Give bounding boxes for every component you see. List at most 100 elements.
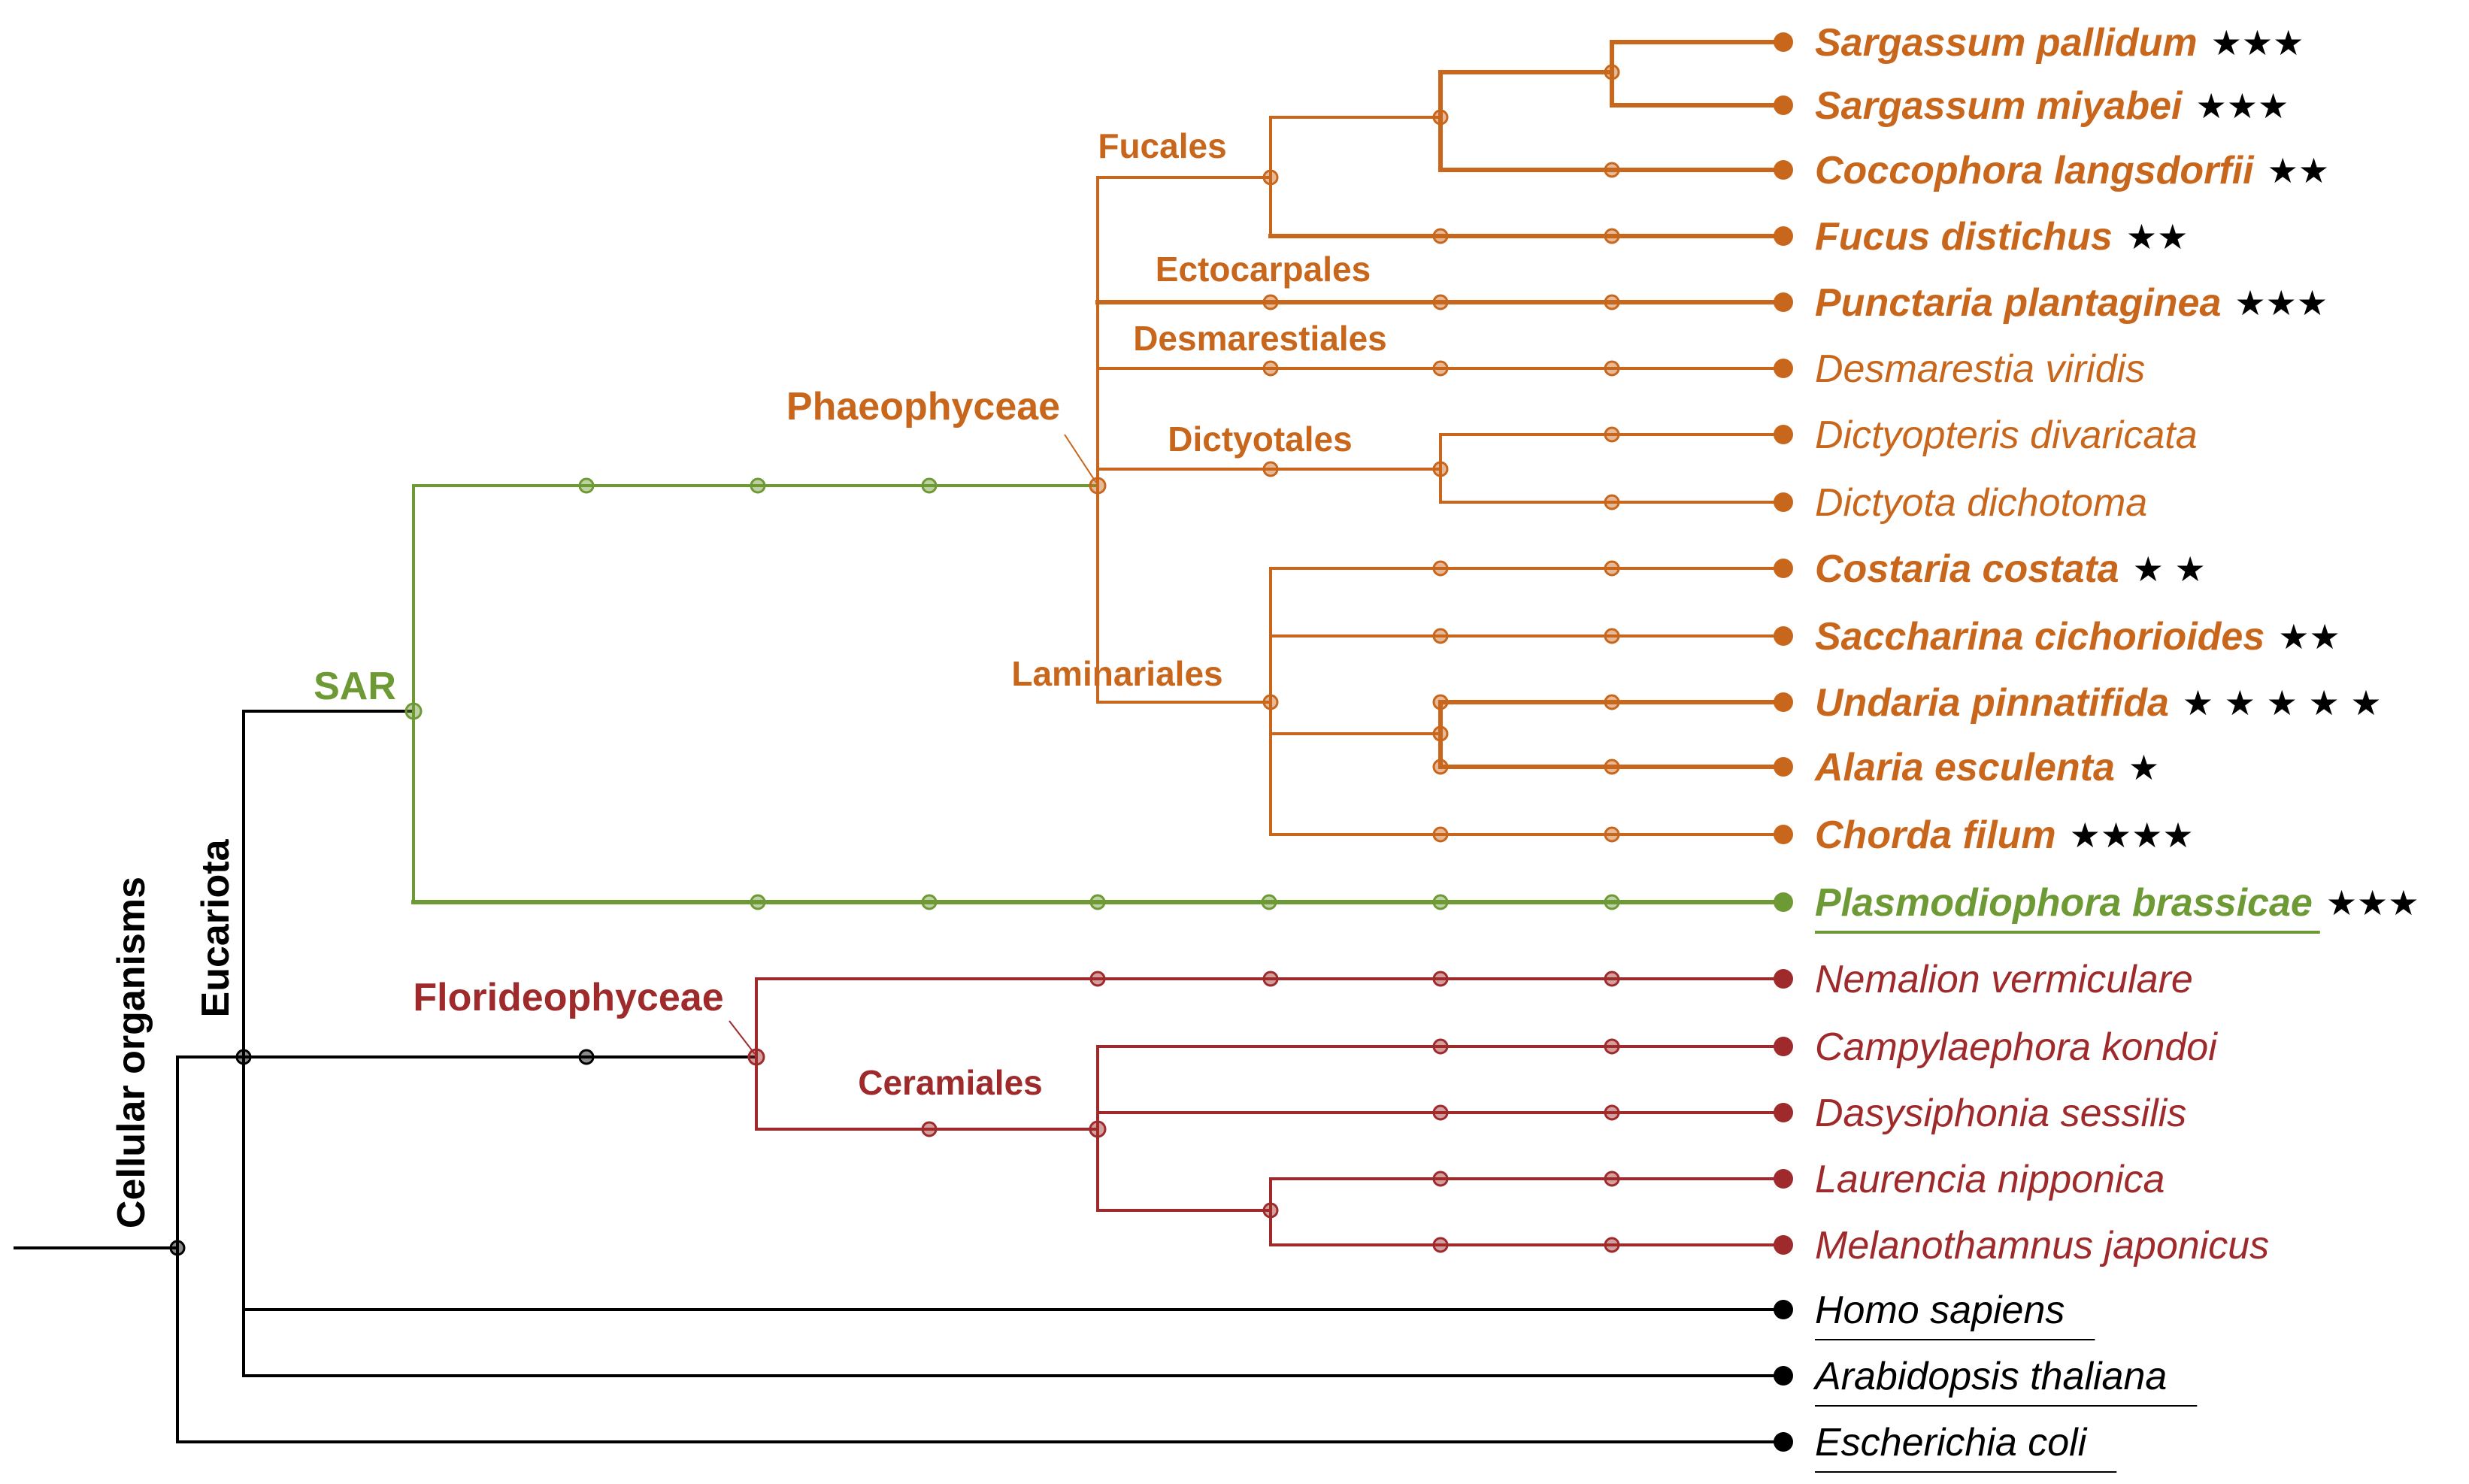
tree-node: [1604, 759, 1620, 775]
tip-node: [1774, 492, 1793, 512]
clade-label-sar: SAR: [314, 665, 396, 708]
tree-node: [1432, 894, 1449, 910]
tree-node: [578, 477, 595, 494]
tip-node: [1774, 95, 1793, 115]
tree-nodes: [169, 32, 1793, 1452]
tip-node: [1774, 1103, 1793, 1122]
tip-node: [1774, 626, 1793, 646]
taxon-label: Nemalion vermiculare: [1815, 958, 2193, 1001]
tip-node: [1774, 692, 1793, 712]
tree-node: [1604, 162, 1620, 178]
rating-stars: ★★★: [2211, 23, 2304, 63]
tree-node: [921, 894, 938, 910]
clade-label-florideophyceae: Florideophyceae: [413, 976, 723, 1019]
tip-node: [1774, 559, 1793, 578]
tree-node: [1432, 971, 1449, 987]
taxon-label: Campylaephora kondoi: [1815, 1025, 2218, 1069]
rating-stars: ★★: [2126, 217, 2188, 257]
tip-node: [1774, 969, 1793, 989]
tree-node: [1604, 294, 1620, 310]
tip-node: [1774, 359, 1793, 378]
taxon-label: Laurencia nipponica: [1815, 1158, 2165, 1201]
root-node: [169, 1240, 186, 1256]
taxon-label: Fucus distichus: [1815, 215, 2113, 259]
taxon-label: Arabidopsis thaliana: [1813, 1355, 2167, 1398]
taxon-label: Chorda filum: [1815, 813, 2056, 857]
tree-node: [1604, 826, 1620, 843]
clade-label-desmarestiales: Desmarestiales: [1133, 319, 1387, 358]
rating-stars: ★★★: [2234, 283, 2328, 323]
tree-node: [1089, 971, 1106, 987]
taxon-label: Costaria costata: [1815, 547, 2119, 591]
rating-stars: ★ ★: [2133, 549, 2206, 589]
taxon-label: Dictyopteris divaricata: [1815, 413, 2198, 457]
tree-node: [1604, 64, 1620, 80]
tree-node: [1262, 360, 1279, 377]
taxon-label: Dasysiphonia sessilis: [1815, 1092, 2186, 1135]
clade-label-ceramiales: Ceramiales: [858, 1063, 1043, 1102]
tree-node: [921, 477, 938, 494]
tip-node: [1774, 1300, 1793, 1319]
tree-node: [921, 1121, 938, 1137]
tip-node: [1774, 757, 1793, 777]
clade-label-ectocarpales: Ectocarpales: [1156, 250, 1371, 289]
taxon-label: Sargassum miyabei: [1815, 84, 2183, 128]
tree-node: [1604, 1171, 1620, 1187]
tree-node: [1262, 1202, 1279, 1219]
clade-label-root: Cellular organisms: [110, 877, 153, 1228]
rating-stars: ★★★: [2326, 883, 2419, 923]
tree-node: [750, 477, 766, 494]
tree-node: [1604, 628, 1620, 644]
tip-node: [1774, 226, 1793, 246]
tree-node: [1432, 360, 1449, 377]
rating-stars: ★★★: [2195, 86, 2289, 126]
tree-node: [1262, 694, 1279, 710]
rating-stars: ★: [2128, 747, 2159, 788]
phaeophyceae-leader-line: [1064, 434, 1097, 483]
tree-node: [578, 1049, 595, 1065]
tree-node: [1432, 294, 1449, 310]
tree-node: [1604, 694, 1620, 710]
taxon-label: Alaria esculenta: [1813, 746, 2115, 789]
tree-branches: [14, 40, 1786, 1443]
clade-label-dictyotales: Dictyotales: [1168, 419, 1352, 459]
tree-node: [1432, 1104, 1449, 1121]
taxon-label: Punctaria plantaginea: [1815, 281, 2221, 325]
tip-node: [1774, 1366, 1793, 1386]
tree-node: [1432, 109, 1449, 126]
tree-node: [1261, 894, 1277, 910]
eukaryota-node: [235, 1049, 252, 1065]
sar-node: [404, 702, 423, 720]
tip-node: [1774, 425, 1793, 444]
taxon-label: Desmarestia viridis: [1815, 347, 2145, 391]
tree-node: [1432, 725, 1449, 742]
tree-node: [1432, 1038, 1449, 1055]
tree-node: [1432, 694, 1449, 710]
florideophyceae-leader-line: [729, 1020, 756, 1055]
clade-label-laminariales: Laminariales: [1011, 654, 1222, 693]
tree-node: [1604, 494, 1620, 510]
ceramiales-node: [1089, 1120, 1107, 1138]
tree-node: [1262, 971, 1279, 987]
tree-node: [750, 894, 766, 910]
taxon-labels: Sargassum pallidum★★★Sargassum miyabei★★…: [1813, 21, 2419, 1473]
rating-stars: ★ ★ ★ ★ ★: [2183, 683, 2382, 723]
tree-node: [1432, 1237, 1449, 1253]
tree-node: [1262, 461, 1279, 477]
tree-node: [1604, 228, 1620, 244]
tip-node: [1774, 892, 1793, 912]
tip-node: [1774, 32, 1793, 52]
tree-node: [1604, 894, 1620, 910]
tip-node: [1774, 825, 1793, 844]
tree-node: [1432, 560, 1449, 577]
tree-node: [1604, 360, 1620, 377]
rating-stars: ★★: [2268, 150, 2329, 191]
tree-node: [1432, 1171, 1449, 1187]
phaeophyceae-node: [1089, 477, 1107, 495]
tree-node: [1604, 1237, 1620, 1253]
tip-node: [1774, 1235, 1793, 1255]
tree-node: [1604, 560, 1620, 577]
taxon-label: Escherichia coli: [1815, 1421, 2088, 1464]
taxon-label: Melanothamnus japonicus: [1815, 1224, 2269, 1267]
taxon-label: Coccophora langsdorfii: [1815, 149, 2255, 192]
